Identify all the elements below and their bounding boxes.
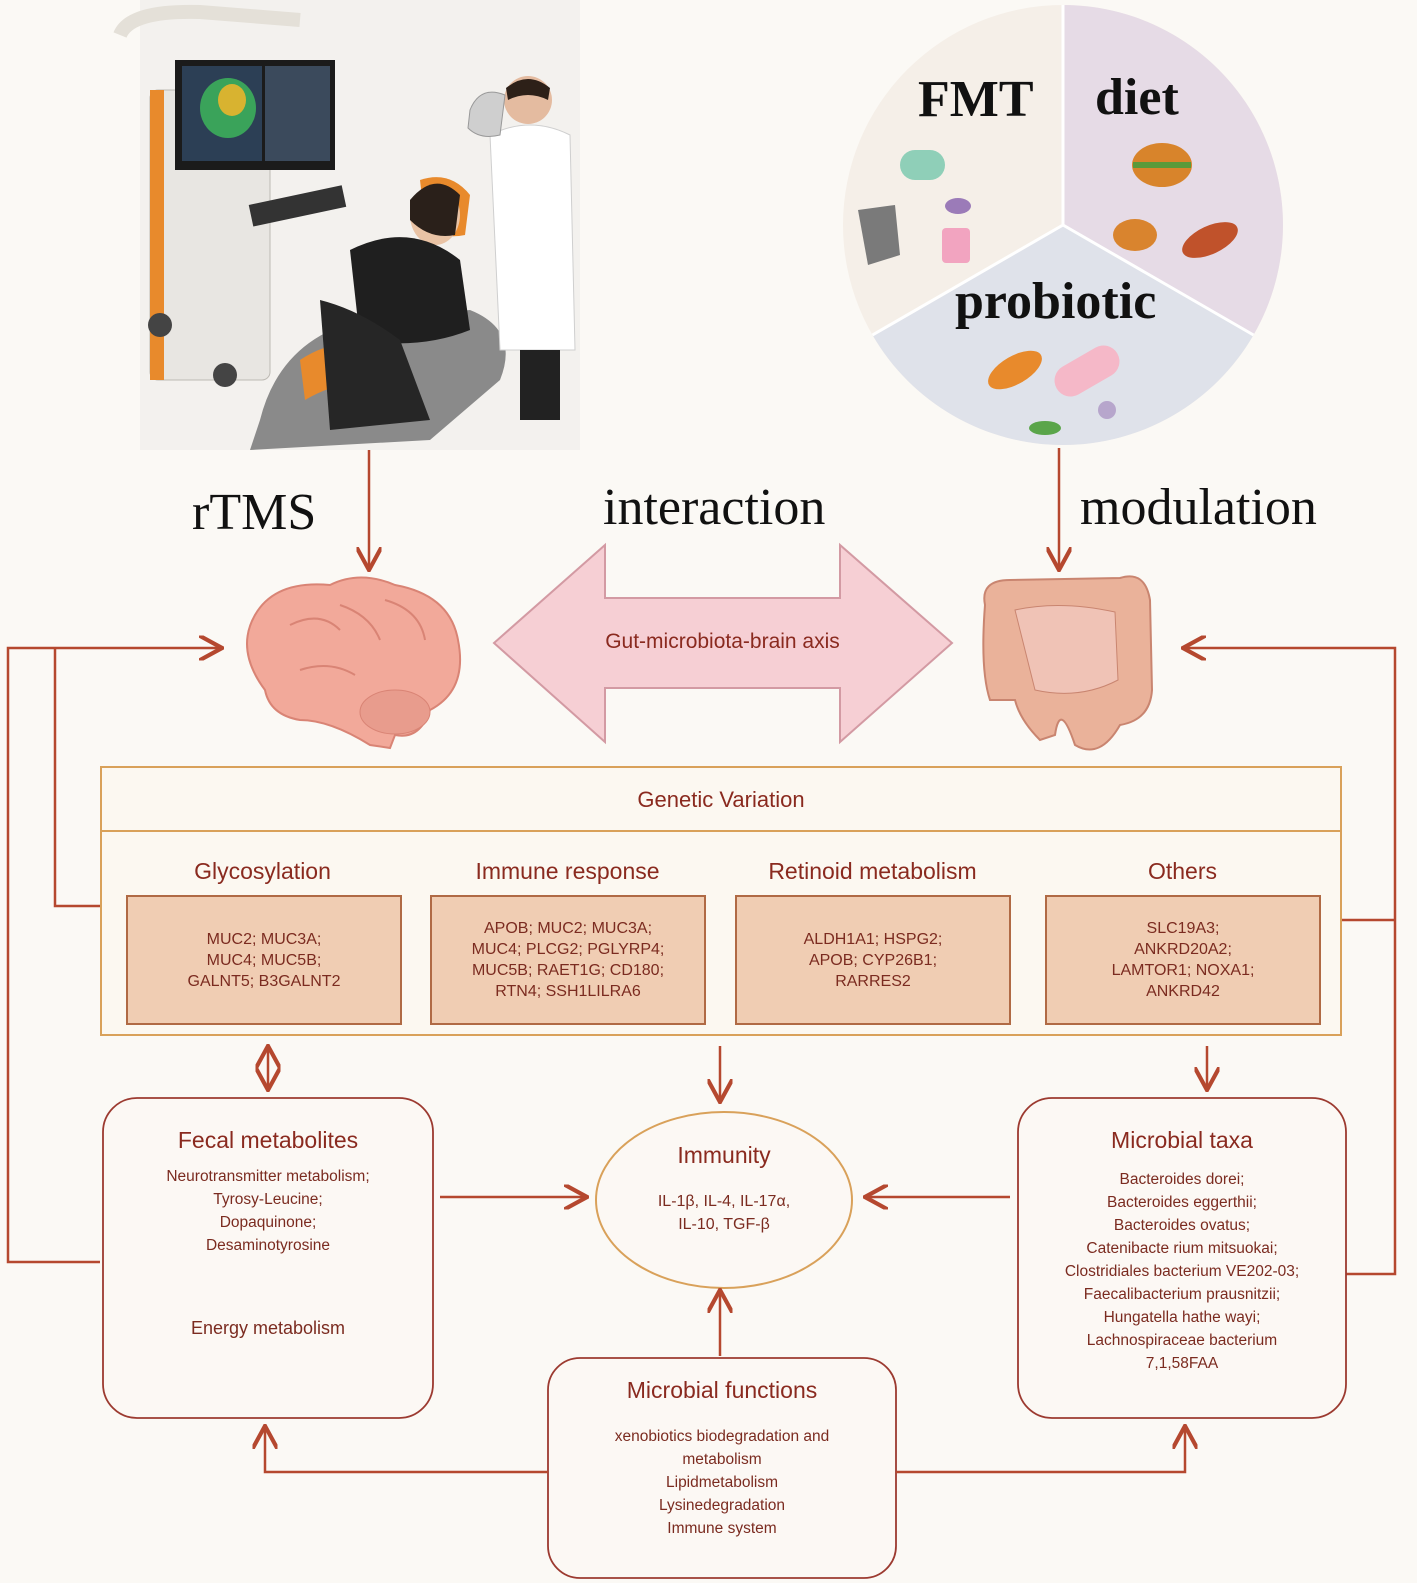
- list-item: Tyrosy-Leucine;: [213, 1191, 323, 1208]
- gene-line: APOB; MUC2; MUC3A;: [483, 920, 653, 937]
- gene-line: ANKRD42: [1146, 983, 1220, 1000]
- gene-line: APOB; CYP26B1;: [808, 951, 938, 969]
- gene-line: MUC2; MUC3A;: [206, 930, 322, 948]
- gene-line: GALNT5; B3GALNT2: [187, 972, 341, 990]
- list-item: Lipidmetabolism: [666, 1474, 778, 1491]
- rtms-label: rTMS: [192, 484, 317, 541]
- interaction-label: interaction: [603, 479, 826, 536]
- pie-label-probiotic: probiotic: [955, 273, 1157, 330]
- list-item: 7,1,58FAA: [1145, 1355, 1219, 1372]
- genetic-variation-title: Genetic Variation: [637, 787, 805, 812]
- interaction-double-arrow: [492, 542, 954, 745]
- gene-line: SLC19A3;: [1146, 920, 1220, 937]
- gene-line: RARRES2: [835, 972, 911, 990]
- list-item: Lachnospiraceae bacterium: [1086, 1332, 1278, 1349]
- bacterium-icon: [988, 350, 1042, 390]
- list-item: Dopaquinone;: [219, 1214, 317, 1231]
- modulation-label: modulation: [1080, 479, 1317, 536]
- list-item: Lysinedegradation: [658, 1497, 786, 1514]
- list-item: Hungatella hathe wayi;: [1103, 1309, 1261, 1326]
- fecal-list: Neurotransmitter metabolism; Tyrosy-Leuc…: [103, 1165, 433, 1257]
- list-item: Bacteroides ovatus;: [1113, 1217, 1251, 1234]
- left-inner-loop: [53, 648, 100, 908]
- fecal-energy: Energy metabolism: [190, 1318, 346, 1338]
- list-item: Bacteroides dorei;: [1119, 1171, 1245, 1188]
- pill-icon: [900, 150, 945, 180]
- list-item: Bacteroides eggerthii;: [1107, 1194, 1257, 1211]
- category-title-retinoid: Retinoid metabolism: [768, 858, 977, 884]
- gene-box-glycosylation: MUC2; MUC3A; MUC4; MUC5B; GALNT5; B3GALN…: [126, 895, 402, 1025]
- gene-line: MUC4; MUC5B;: [206, 951, 322, 969]
- brain-icon: [246, 576, 462, 750]
- functions-list: xenobiotics biodegradation and metabolis…: [548, 1425, 896, 1540]
- gene-line: ALDH1A1; HSPG2;: [803, 930, 943, 948]
- gene-line: MUC5B; RAET1G; CD180;: [471, 962, 665, 979]
- gene-line: RTN4; SSH1LILRA6: [495, 983, 641, 1000]
- list-item: Catenibacte rium mitsuokai;: [1086, 1240, 1278, 1257]
- taxa-list: Bacteroides dorei; Bacteroides eggerthii…: [1018, 1168, 1346, 1375]
- intervention-pie: [843, 5, 1283, 445]
- microbial-functions-box: [547, 1357, 897, 1579]
- gene-line: LAMTOR1; NOXA1;: [1111, 962, 1255, 979]
- capsule-icon: [858, 205, 900, 265]
- rtms-photo: [113, 0, 580, 450]
- gene-line: ANKRD20A2;: [1134, 941, 1232, 958]
- list-item: Desaminotyrosine: [205, 1237, 331, 1254]
- list-item: Clostridiales bacterium VE202-03;: [1064, 1263, 1300, 1280]
- list-item: xenobiotics biodegradation and: [614, 1428, 830, 1445]
- fecal-title: Fecal metabolites: [177, 1127, 359, 1153]
- category-title-glycosylation: Glycosylation: [194, 858, 331, 884]
- functions-fecal-arrow: [265, 1428, 548, 1474]
- pie-label-diet: diet: [1095, 69, 1179, 126]
- right-outer-loop: [1185, 648, 1397, 1276]
- list-item: Neurotransmitter metabolism;: [166, 1168, 370, 1185]
- category-title-immune: Immune response: [475, 858, 660, 884]
- immunity-title: Immunity: [677, 1142, 771, 1168]
- functions-title: Microbial functions: [626, 1377, 818, 1403]
- functions-taxa-arrow: [896, 1428, 1185, 1474]
- intestine-icon: [982, 575, 1154, 751]
- list-item: metabolism: [682, 1451, 762, 1468]
- left-outer-loop: [6, 648, 220, 1264]
- list-item: Immune system: [667, 1520, 777, 1537]
- chicken-leg-icon: [1113, 219, 1157, 251]
- immunity-line-2: IL-10, TGF-β: [678, 1216, 770, 1233]
- gene-box-immune: APOB; MUC2; MUC3A; MUC4; PLCG2; PGLYRP4;…: [430, 895, 706, 1025]
- pie-label-fmt: FMT: [918, 71, 1034, 128]
- axis-label: Gut-microbiota-brain axis: [605, 630, 840, 653]
- list-item: Faecalibacterium prausnitzii;: [1083, 1286, 1281, 1303]
- hotdog-icon: [1182, 222, 1238, 258]
- microbial-taxa-box: [1017, 1097, 1347, 1419]
- gene-box-others: SLC19A3; ANKRD20A2; LAMTOR1; NOXA1; ANKR…: [1045, 895, 1321, 1025]
- gene-box-retinoid: ALDH1A1; HSPG2; APOB; CYP26B1; RARRES2: [735, 895, 1011, 1025]
- category-title-others: Others: [1147, 858, 1218, 884]
- immunity-line-1: IL-1β, IL-4, IL-17α,: [657, 1193, 791, 1210]
- taxa-title: Microbial taxa: [1111, 1127, 1253, 1153]
- fecal-metabolites-box: [102, 1097, 434, 1419]
- gene-line: MUC4; PLCG2; PGLYRP4;: [471, 941, 665, 958]
